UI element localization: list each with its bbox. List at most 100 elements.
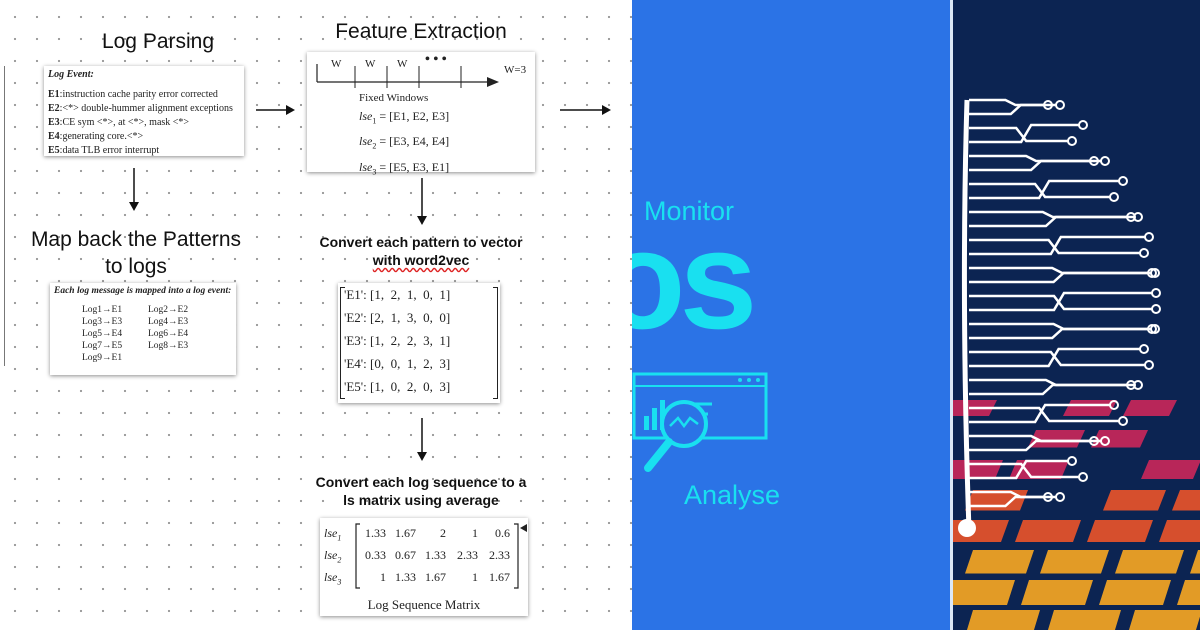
- window-label: W: [331, 58, 342, 70]
- floor-tile: [966, 610, 1040, 630]
- circuit-node: [1118, 416, 1128, 426]
- arrow-down-windows: [417, 178, 427, 225]
- circuit-node: [1100, 436, 1110, 446]
- floor-tile: [1063, 400, 1117, 416]
- convert-matrix-line2: ls matrix using average: [343, 492, 499, 508]
- log-sequence-matrix-card: lse1 lse2 lse3 1.33 1.67 2 1 0.6 0.33 0.…: [320, 518, 528, 616]
- convert-vector-line1: Convert each pattern to vector: [319, 234, 523, 250]
- circuit-node: [1139, 344, 1149, 354]
- mapping-item: Log6→E4: [148, 329, 189, 339]
- dashboard-magnifier-icon: [632, 372, 768, 472]
- mapping-item: Log4→E3: [148, 317, 189, 327]
- floor-tile: [1159, 520, 1200, 542]
- matrix-row-label: lse1: [324, 526, 342, 543]
- matrix-cell: 1.67: [425, 570, 446, 584]
- log-event-item: E2:<*> double-hummer alignment exception…: [48, 103, 233, 114]
- matrix-cell: 1: [472, 570, 478, 584]
- log-mapping-title: Each log message is mapped into a log ev…: [54, 286, 232, 296]
- mapping-item: Log9→E1: [82, 353, 123, 363]
- floor-tile: [1177, 580, 1200, 605]
- windows-caption: Fixed Windows: [359, 92, 429, 104]
- floor-tile: [1123, 400, 1177, 416]
- matrix-cell: 1.33: [425, 548, 446, 562]
- matrix-row-label: lse3: [324, 570, 342, 587]
- vector-row: 'E2': [2, 1, 3, 0, 0]: [344, 310, 451, 325]
- matrix-cell: 2.33: [489, 548, 510, 562]
- circuit-trace: [969, 347, 1141, 368]
- arrow-down-parsing: [129, 168, 139, 211]
- arrow-right-parsing: [256, 105, 295, 115]
- circuit-node: [1151, 304, 1161, 314]
- monitor-analyse-panel: Monitor os Analyse: [632, 0, 950, 630]
- circuit-node: [1126, 380, 1136, 390]
- mapping-item: Log8→E3: [148, 341, 189, 351]
- floor-tile: [1091, 430, 1148, 448]
- convert-vector-heading: Convert each pattern to vector with word…: [296, 233, 546, 269]
- convert-matrix-heading: Convert each log sequence to a ls matrix…: [290, 473, 552, 509]
- circuit-trace: [969, 215, 1135, 228]
- matrix-cell: 1.67: [395, 526, 416, 540]
- log-events-title: Log Event:: [48, 69, 94, 80]
- circuit-trace: [969, 403, 1111, 424]
- matrix-cell: 1.33: [365, 526, 386, 540]
- circuit-brain-illustration: [953, 98, 1200, 630]
- circuit-node: [1144, 360, 1154, 370]
- circuit-node: [1089, 436, 1099, 446]
- log-events-card: Log Event: E1:instruction cache parity e…: [44, 66, 244, 156]
- circuit-trace: [969, 235, 1146, 256]
- circuit-node: [1133, 212, 1143, 222]
- circuit-node: [1055, 100, 1065, 110]
- floor-tile: [1015, 520, 1081, 542]
- matrix-cell: 2.33: [457, 548, 478, 562]
- circuit-node: [1100, 156, 1110, 166]
- vector-row: 'E3': [1, 2, 2, 3, 1]: [344, 333, 451, 348]
- sequence-item: lse2 = [E3, E4, E4]: [359, 134, 450, 151]
- floor-tile: [1087, 520, 1153, 542]
- circuit-node: [1109, 400, 1119, 410]
- vectors-right-bracket: [493, 287, 498, 399]
- floor-tile: [1028, 430, 1085, 448]
- vector-row: 'E5': [1, 0, 2, 0, 3]: [344, 379, 451, 394]
- matrix-cell: 1: [472, 526, 478, 540]
- floor-tile: [1103, 490, 1166, 511]
- matrix-brackets: [355, 523, 527, 589]
- circuit-node: [1144, 232, 1154, 242]
- circuit-node: [1067, 456, 1077, 466]
- mapping-item: Log7→E5: [82, 341, 123, 351]
- log-event-item: E3:CE sym <*>, at <*>, mask <*>: [48, 117, 190, 128]
- matrix-row-label: lse2: [324, 548, 342, 565]
- floor-tile: [1021, 580, 1093, 605]
- circuit-trace: [969, 327, 1149, 340]
- feature-extraction-heading: Feature Extraction: [335, 20, 507, 43]
- window-label: W: [397, 58, 408, 70]
- floor-tile: [1141, 460, 1200, 479]
- vector-row: 'E4': [0, 0, 1, 2, 3]: [344, 356, 451, 371]
- circuit-trace: [969, 350, 1146, 367]
- circuit-node: [1150, 268, 1160, 278]
- analyse-label: Analyse: [684, 480, 781, 510]
- circuit-trace: [969, 291, 1153, 312]
- pipeline-diagram: Log Parsing Log Event: E1:instruction ca…: [0, 0, 632, 630]
- circuit-brain-panel: [953, 0, 1200, 630]
- brain-spine-node: [958, 519, 976, 537]
- convert-matrix-line1: Convert each log sequence to a: [315, 474, 527, 490]
- log-mapping-card: Each log message is mapped into a log ev…: [50, 283, 236, 375]
- circuit-trace: [969, 238, 1141, 255]
- sequence-list: lse1 = [E1, E2, E3] lse2 = [E3, E4, E4] …: [359, 106, 449, 182]
- mapping-item: Log5→E4: [82, 329, 123, 339]
- circuit-trace: [969, 126, 1069, 143]
- log-event-item: E5:data TLB error interrupt: [48, 145, 160, 156]
- matrix-cell: 0.67: [395, 548, 416, 562]
- circuit-node: [1147, 324, 1157, 334]
- circuit-trace: [969, 459, 1069, 480]
- map-back-heading: Map back the Patterns to logs: [18, 226, 254, 280]
- floor-tile: [1128, 610, 1200, 630]
- mapping-item: Log3→E3: [82, 317, 123, 327]
- circuit-trace: [969, 383, 1128, 396]
- os-big-text: os: [632, 201, 757, 358]
- panel-divider: [950, 0, 953, 630]
- sequence-item: lse3 = [E5, E3, E1]: [359, 159, 450, 177]
- mapping-item: Log1→E1: [82, 305, 123, 315]
- circuit-node: [1109, 192, 1119, 202]
- window-label: W: [365, 58, 376, 70]
